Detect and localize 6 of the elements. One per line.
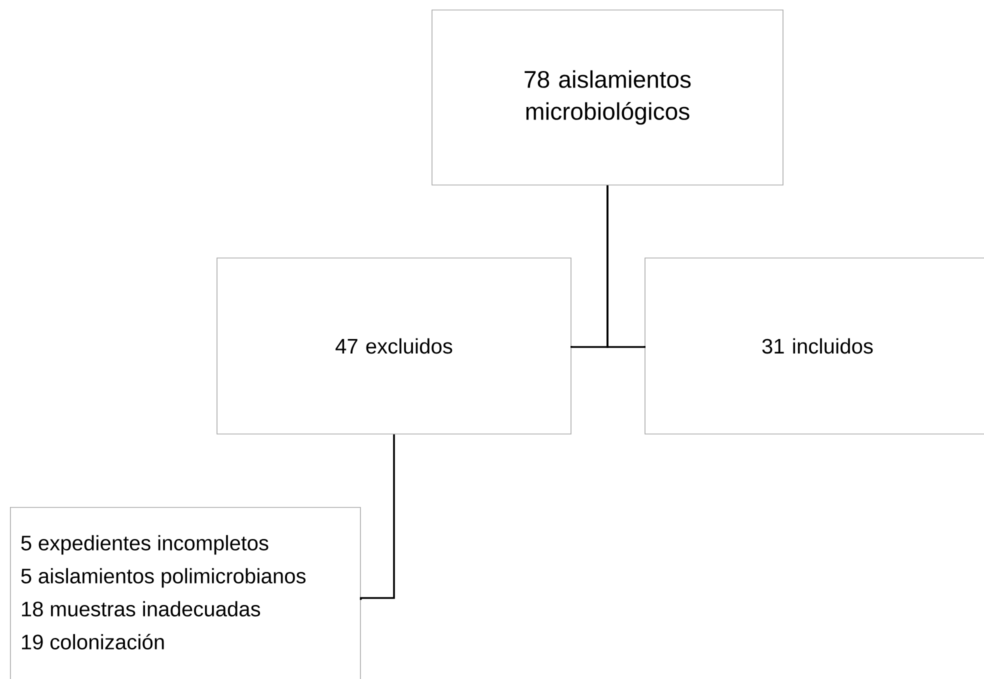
process-box: 78 aislamientos microbiológicos xyxy=(432,10,784,186)
connector-line xyxy=(606,185,646,348)
connector-line xyxy=(360,434,395,600)
process-box: 47 excluidos xyxy=(216,258,572,434)
process-box: 31 incluidos xyxy=(644,258,984,434)
process-box: 5 expedientes incompletos 5 aislamientos polimicrobianos 18 muestras inadecuadas 19 colonización xyxy=(10,506,361,679)
